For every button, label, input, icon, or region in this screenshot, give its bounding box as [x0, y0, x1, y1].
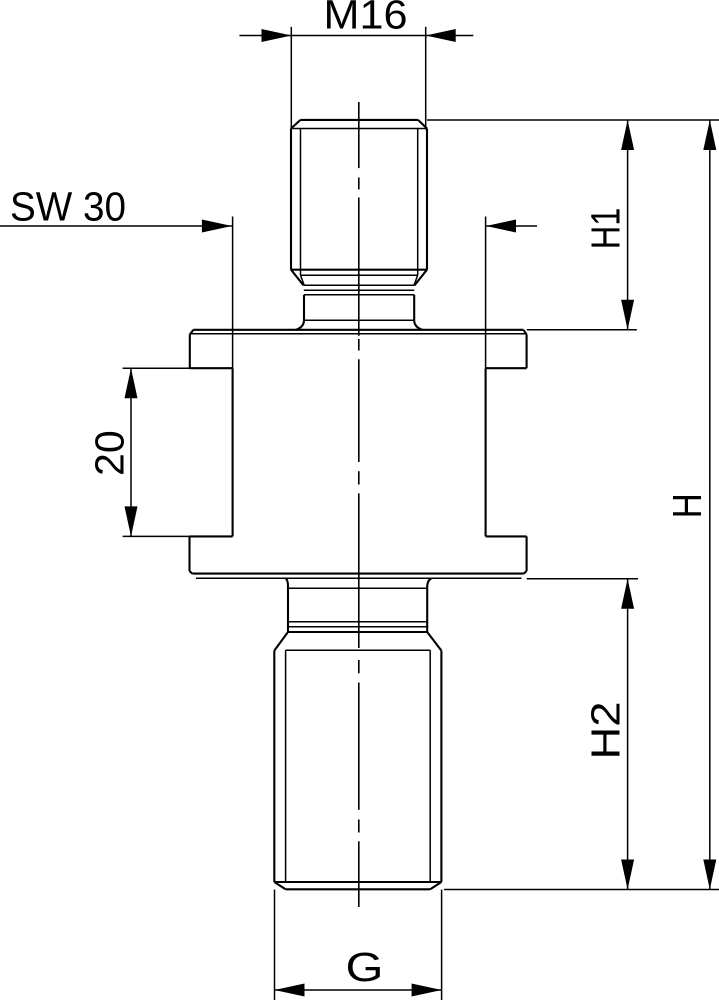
svg-text:20: 20 — [86, 430, 132, 476]
svg-text:G: G — [346, 944, 384, 990]
svg-text:H: H — [664, 493, 710, 518]
svg-text:SW 30: SW 30 — [10, 184, 126, 230]
svg-text:H1: H1 — [582, 208, 628, 250]
svg-text:H2: H2 — [582, 702, 628, 760]
svg-text:M16: M16 — [324, 0, 408, 38]
